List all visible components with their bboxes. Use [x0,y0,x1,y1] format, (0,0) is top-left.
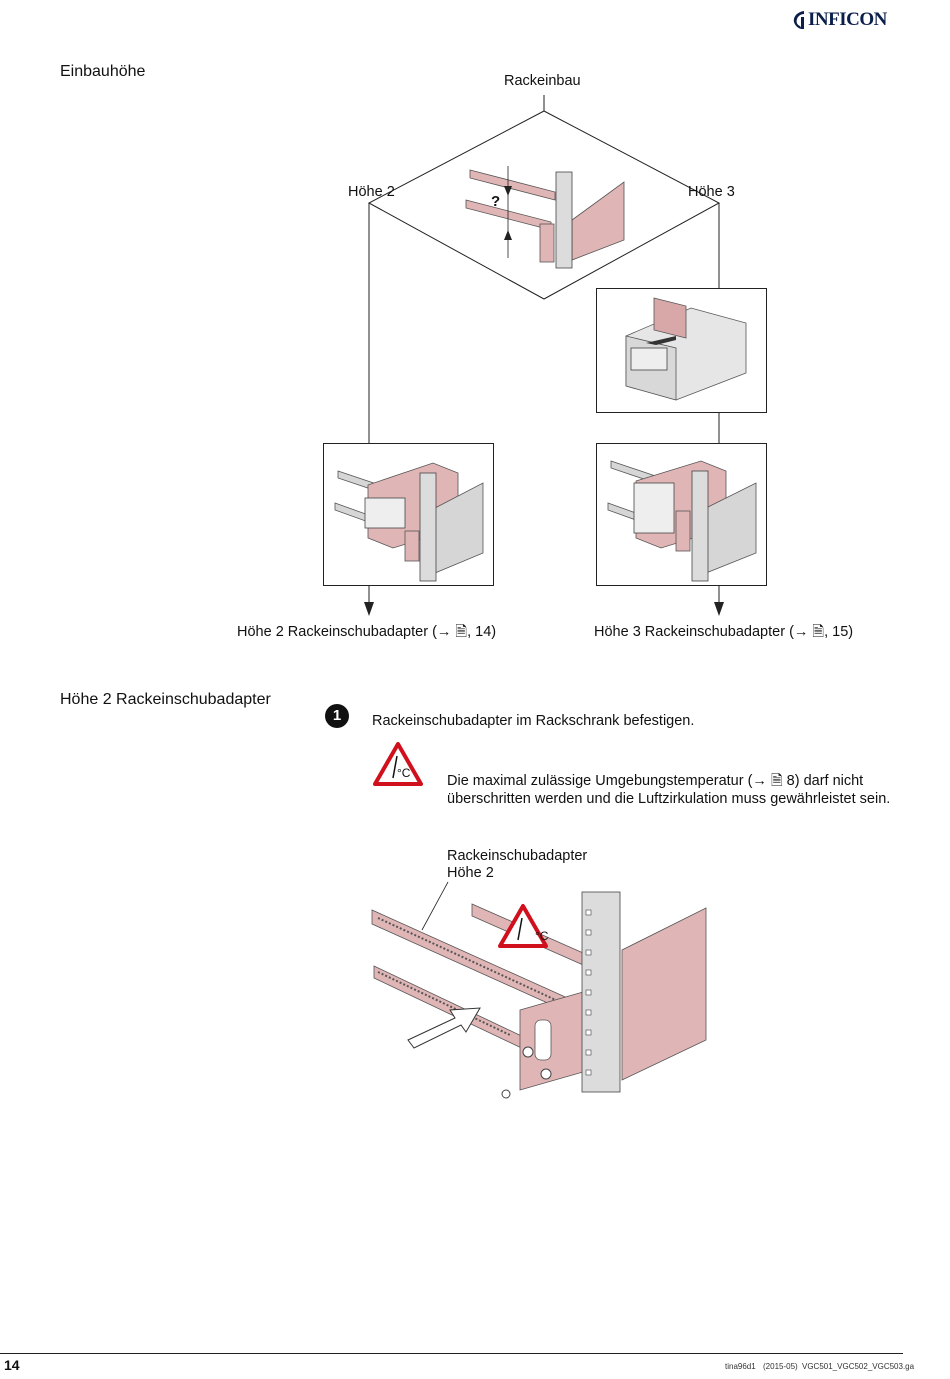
label-hoehe-2: Höhe 2 [348,184,395,200]
footer-rule [0,1353,903,1354]
warning-text: Die maximal zulässige Umgebungstemperatu… [447,773,891,807]
figure-label-line2: Höhe 2 [447,865,494,881]
page-number: 14 [4,1357,20,1373]
arrow-left-down [364,602,374,616]
warning-symbol: °C [397,766,411,780]
screw-1 [522,1046,534,1058]
brand-name: INFICON [808,9,887,30]
footer-date: (2015-05) [763,1362,798,1371]
insertion-arrow [407,1007,481,1049]
figure-rack-adapter-hoehe-2 [371,881,707,1099]
screw-3 [501,1089,511,1099]
figure-warning-icon [498,904,548,948]
footer-doc-id: tina96d1 [725,1362,756,1371]
inficon-logo: INFICON [792,8,902,32]
step-number-1: 1 [325,704,349,728]
footer-file: VGC501_VGC502_VGC503.ga [802,1362,915,1371]
result-hoehe-2: Höhe 2 Rackeinschubadapter (→ 🗎, 14) [237,624,497,640]
step-text: Rackeinschubadapter im Rackschrank befes… [372,713,695,729]
decision-diamond [367,110,721,300]
top-rail [371,909,573,1015]
inficon-logo-icon [793,11,804,29]
label-hoehe-3: Höhe 3 [688,184,735,200]
figure-label-line1: Rackeinschubadapter [447,848,588,864]
result-hoehe-3: Höhe 3 Rackeinschubadapter (→ 🗎, 15) [594,624,854,640]
side-panel [621,907,707,1081]
flowchart-diagram [364,95,724,616]
figure-hoehe-2-mounted [323,443,494,586]
label-rackeinbau: Rackeinbau [504,73,581,89]
section-title-hoehe-2-adapter: Höhe 2 Rackeinschubadapter [60,691,271,708]
figure-hoehe-3-mounted [596,443,767,586]
screw-2 [540,1068,552,1080]
arrow-right-down [714,602,724,616]
question-mark: ? [491,193,501,210]
leader-line [421,881,449,931]
rack-height-illustration [465,166,625,269]
temperature-warning-icon [373,742,423,786]
figure-remove-cover [596,288,767,413]
section-title-einbauhoehe: Einbauhöhe [60,63,146,80]
front-bracket [519,989,591,1091]
figure-warning-symbol: °C [535,929,549,943]
